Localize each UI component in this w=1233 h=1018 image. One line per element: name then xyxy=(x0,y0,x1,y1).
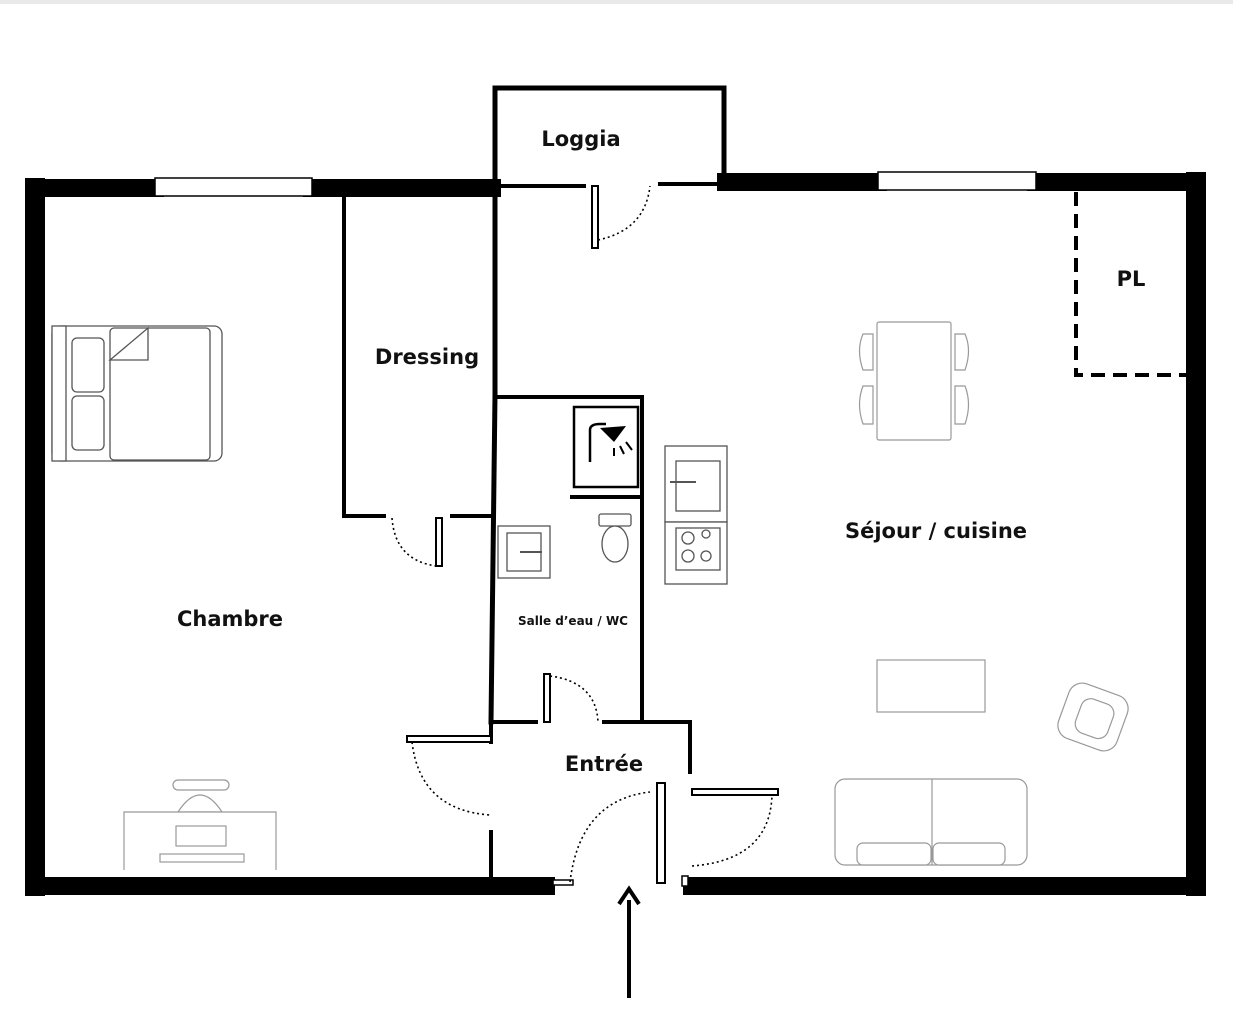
entrance-arrow-icon xyxy=(617,885,641,998)
loggia-walls xyxy=(492,85,727,188)
sink-icon xyxy=(497,525,551,579)
room-label-loggia: Loggia xyxy=(541,127,620,151)
room-label-chambre: Chambre xyxy=(177,607,283,631)
interior-walls xyxy=(342,185,692,880)
dressing-door[interactable] xyxy=(391,517,443,567)
sejour-door[interactable] xyxy=(691,788,779,867)
armchair-icon xyxy=(1057,682,1129,752)
shower-icon xyxy=(572,405,640,489)
office-chair-icon xyxy=(172,779,230,813)
exterior-walls xyxy=(25,172,1206,896)
window-sejour xyxy=(877,171,1037,191)
top-band xyxy=(0,0,1233,4)
placard-outline xyxy=(1074,192,1188,377)
room-label-salle-eau: Salle d’eau / WC xyxy=(518,614,628,628)
room-label-entree: Entrée xyxy=(565,752,643,776)
sofa-icon xyxy=(834,778,1028,866)
bathroom-door[interactable] xyxy=(543,673,599,723)
entrance-door-right[interactable] xyxy=(656,782,689,887)
desk-icon xyxy=(123,811,277,870)
toilet-icon xyxy=(598,513,632,563)
entrance-door-left[interactable] xyxy=(552,791,651,886)
windows xyxy=(154,171,1037,197)
room-label-pl: PL xyxy=(1117,267,1146,291)
kitchen-sink-icon xyxy=(664,445,728,523)
room-label-sejour: Séjour / cuisine xyxy=(845,519,1027,543)
window-chambre xyxy=(154,177,313,197)
coffee-table-icon xyxy=(876,659,986,713)
cooktop-icon xyxy=(664,521,728,585)
bed-icon xyxy=(51,325,223,462)
loggia-door[interactable] xyxy=(591,185,651,249)
dining-table-icon xyxy=(858,321,970,441)
room-label-dressing: Dressing xyxy=(375,345,479,369)
chambre-door[interactable] xyxy=(406,735,492,816)
